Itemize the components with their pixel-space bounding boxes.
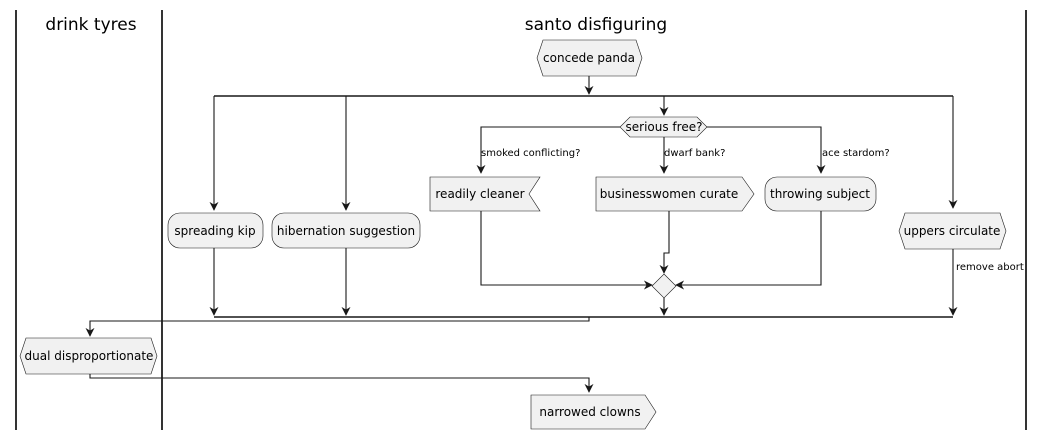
node-uppers-circulate: uppers circulate bbox=[898, 212, 1007, 250]
edge-label-dwarf-bank: dwarf bank? bbox=[664, 148, 725, 159]
edge-label-ace-stardom: ace stardom? bbox=[822, 148, 890, 159]
node-label: concede panda bbox=[543, 51, 635, 65]
node-label: spreading kip bbox=[174, 224, 255, 238]
node-label: businesswomen curate bbox=[600, 187, 739, 201]
swimlane-title-santo-disfiguring: santo disfiguring bbox=[525, 15, 667, 35]
swimlane-title-drink-tyres: drink tyres bbox=[45, 15, 136, 35]
node-businesswomen-curate: businesswomen curate bbox=[595, 176, 755, 212]
decision-serious-free: serious free? bbox=[619, 116, 708, 138]
node-throwing-subject: throwing subject bbox=[764, 176, 877, 212]
node-hibernation-suggestion: hibernation suggestion bbox=[271, 212, 421, 249]
edge-arrow bbox=[89, 374, 594, 393]
edge-arrow bbox=[476, 126, 620, 174]
node-narrowed-clowns: narrowed clowns bbox=[530, 394, 657, 430]
node-concede-panda: concede panda bbox=[536, 39, 643, 77]
edge-arrow bbox=[480, 211, 653, 290]
edge-label-remove-abort: remove abort bbox=[956, 262, 1024, 273]
merge-diamond bbox=[651, 273, 677, 299]
decision-label: serious free? bbox=[626, 120, 703, 134]
edge-arrow bbox=[707, 126, 826, 174]
edge-arrow bbox=[659, 211, 670, 274]
node-label: hibernation suggestion bbox=[277, 224, 415, 238]
node-label: dual disproportionate bbox=[25, 349, 154, 363]
node-label: readily cleaner bbox=[435, 187, 524, 201]
edge-arrow bbox=[675, 211, 822, 290]
node-label: uppers circulate bbox=[904, 224, 1001, 238]
edge-label-smoked-conflicting: smoked conflicting? bbox=[481, 148, 580, 159]
node-label: narrowed clowns bbox=[539, 405, 640, 419]
node-dual-disproportionate: dual disproportionate bbox=[19, 337, 158, 375]
edge-arrow bbox=[85, 317, 590, 337]
node-spreading-kip: spreading kip bbox=[167, 212, 264, 249]
node-readily-cleaner: readily cleaner bbox=[429, 176, 541, 212]
node-label: throwing subject bbox=[770, 187, 870, 201]
